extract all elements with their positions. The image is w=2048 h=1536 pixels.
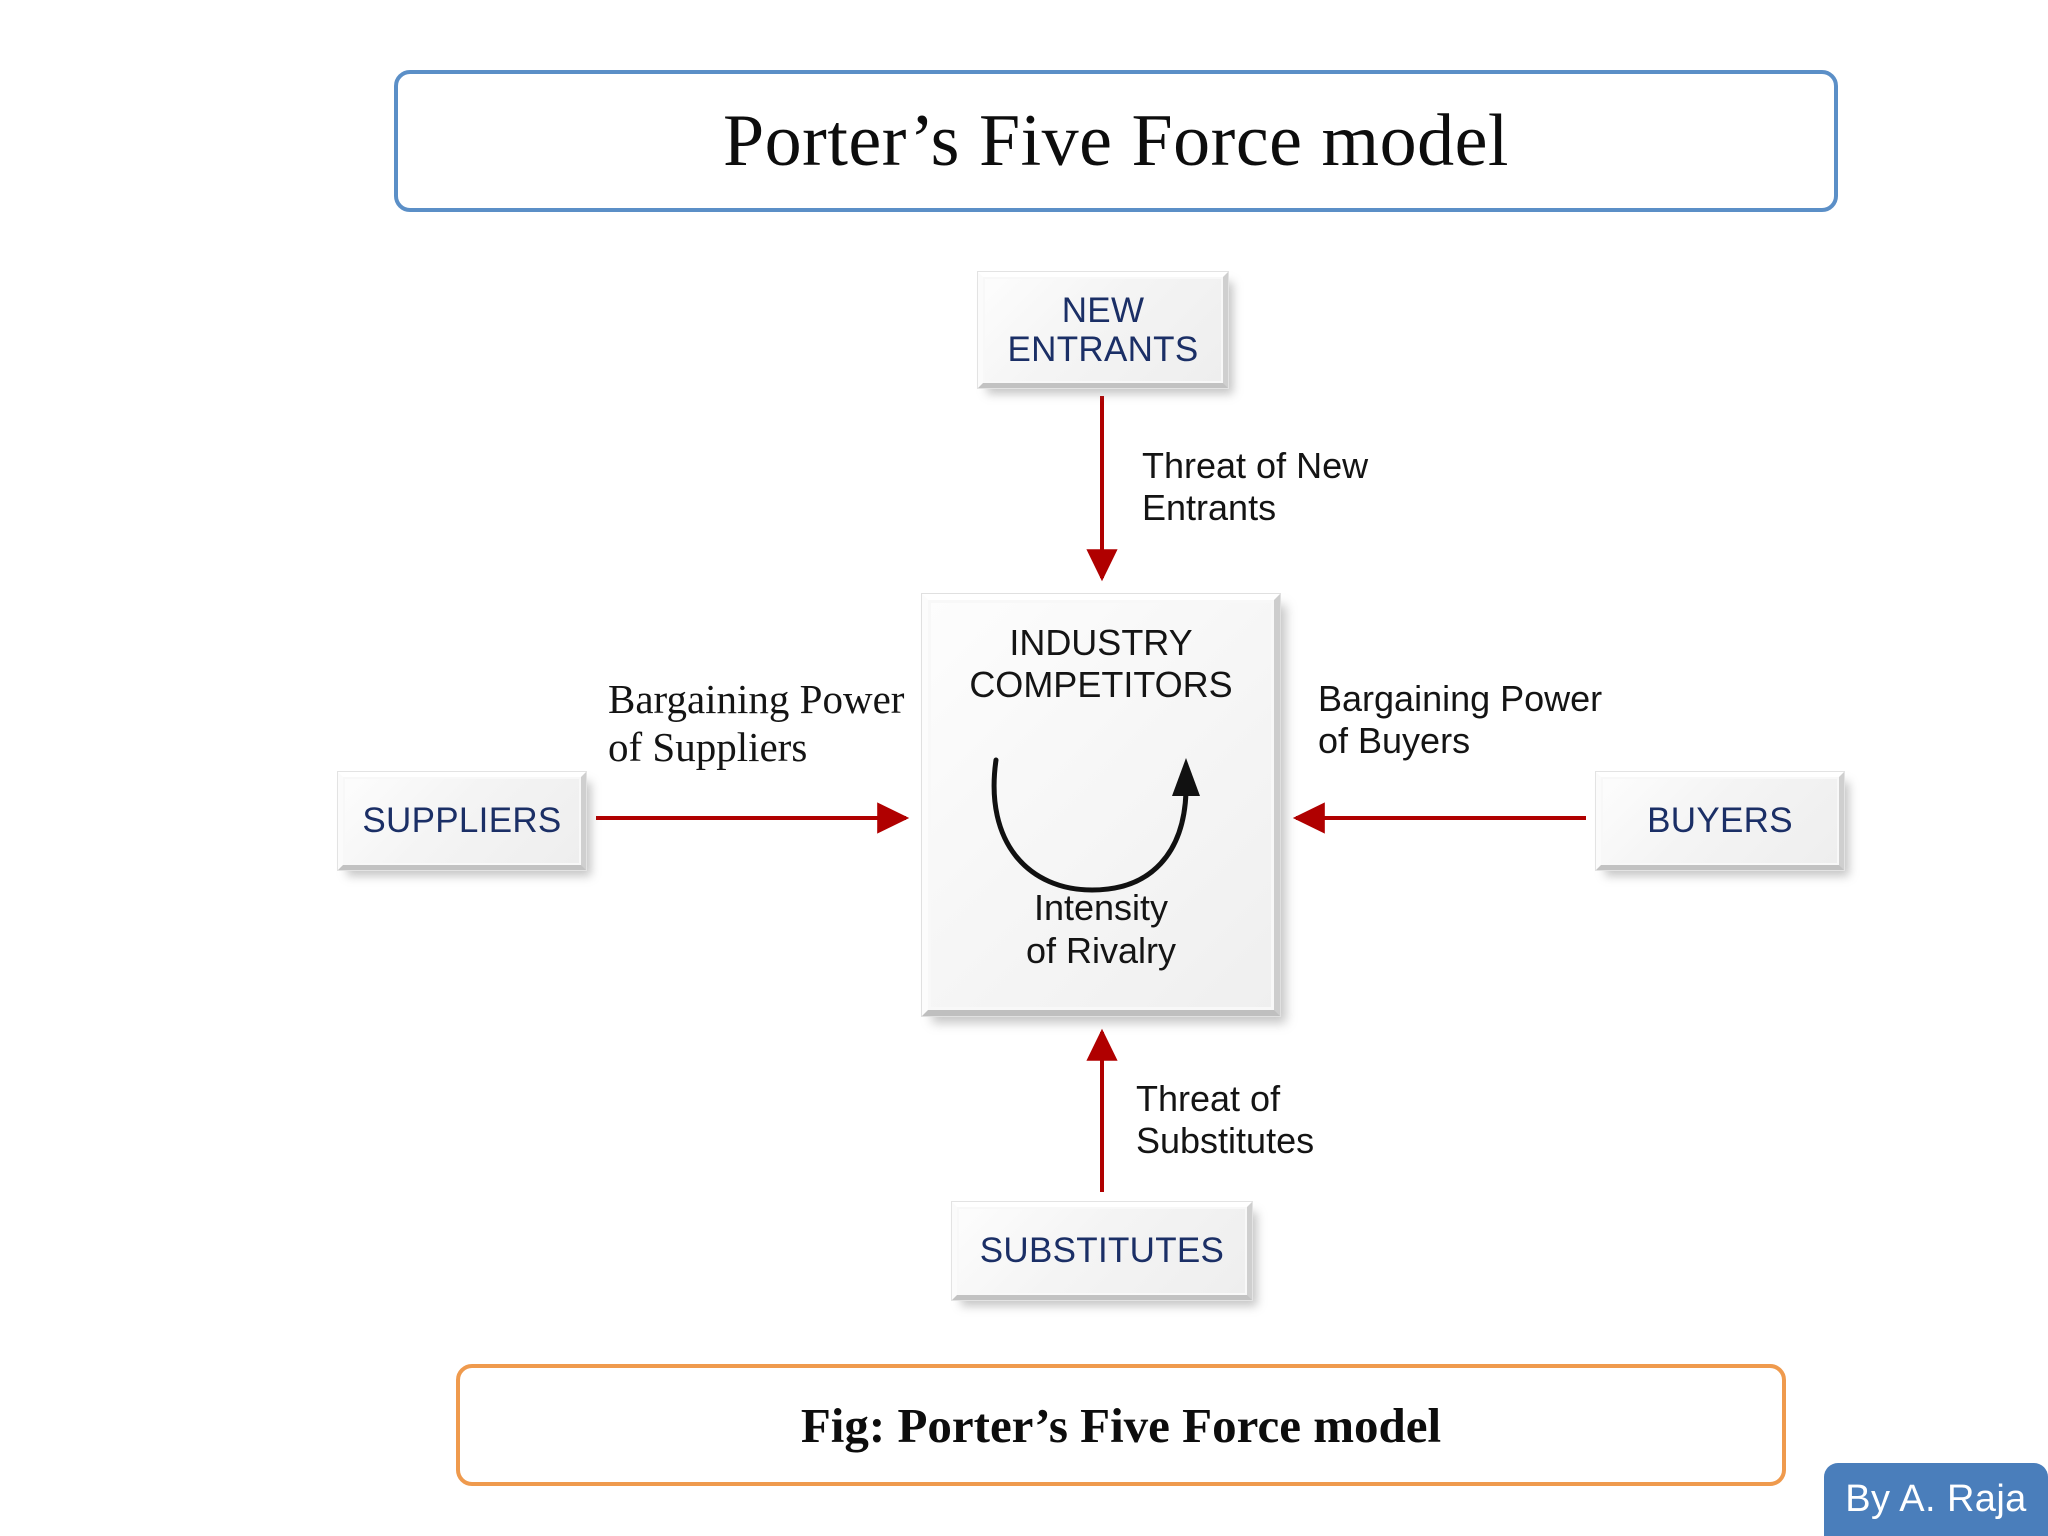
node-substitutes[interactable]: SUBSTITUTES <box>951 1201 1253 1301</box>
edge-label-bargaining-power-of-buyers: Bargaining Power of Buyers <box>1318 678 1648 763</box>
node-new-entrants-line1: NEW <box>1061 290 1145 330</box>
title-banner: Porter’s Five Force model <box>394 70 1838 212</box>
figure-caption-text: Fig: Porter’s Five Force model <box>800 1397 1442 1453</box>
rivalry-arrow-icon <box>991 757 1200 893</box>
node-buyers[interactable]: BUYERS <box>1595 771 1845 871</box>
edge-label-threat-of-new-entrants-line1: Threat of New <box>1142 445 1369 486</box>
edge-label-threat-of-substitutes-line2: Substitutes <box>1136 1120 1315 1162</box>
edge-label-threat-of-new-entrants: Threat of New Entrants <box>1142 445 1472 530</box>
edge-label-bargaining-power-of-buyers-line2: of Buyers <box>1318 720 1471 762</box>
edge-label-bargaining-power-of-suppliers-line1: Bargaining Power <box>608 676 905 722</box>
center-title-line2: COMPETITORS <box>969 664 1233 706</box>
edge-label-bargaining-power-of-suppliers-line2: of Suppliers <box>608 724 808 771</box>
edge-label-bargaining-power-of-suppliers: Bargaining Power of Suppliers <box>608 675 928 772</box>
edge-label-bargaining-power-of-buyers-line1: Bargaining Power <box>1318 678 1603 719</box>
edge-label-threat-of-new-entrants-line2: Entrants <box>1142 487 1277 529</box>
center-sub-line1: Intensity <box>1033 887 1169 929</box>
node-suppliers-label: SUPPLIERS <box>362 801 562 841</box>
node-new-entrants-line2: ENTRANTS <box>1007 330 1199 369</box>
edge-label-threat-of-substitutes: Threat of Substitutes <box>1136 1078 1436 1163</box>
node-suppliers[interactable]: SUPPLIERS <box>337 771 587 871</box>
center-title-line1: INDUSTRY <box>1009 622 1193 663</box>
edge-label-threat-of-substitutes-line1: Threat of <box>1136 1078 1281 1119</box>
node-buyers-label: BUYERS <box>1647 801 1793 841</box>
node-industry-competitors[interactable]: INDUSTRY COMPETITORS Intensity of Rivalr… <box>921 593 1281 1017</box>
center-title: INDUSTRY COMPETITORS <box>928 622 1274 707</box>
center-subtitle: Intensity of Rivalry <box>928 887 1274 972</box>
node-substitutes-label: SUBSTITUTES <box>979 1231 1225 1271</box>
author-badge-label: By A. Raja <box>1845 1478 2027 1520</box>
figure-caption-box: Fig: Porter’s Five Force model <box>456 1364 1786 1486</box>
author-badge: By A. Raja <box>1824 1463 2048 1536</box>
node-new-entrants[interactable]: NEW ENTRANTS <box>977 271 1229 389</box>
center-sub-line2: of Rivalry <box>1025 929 1177 971</box>
page-title: Porter’s Five Force model <box>723 99 1509 182</box>
